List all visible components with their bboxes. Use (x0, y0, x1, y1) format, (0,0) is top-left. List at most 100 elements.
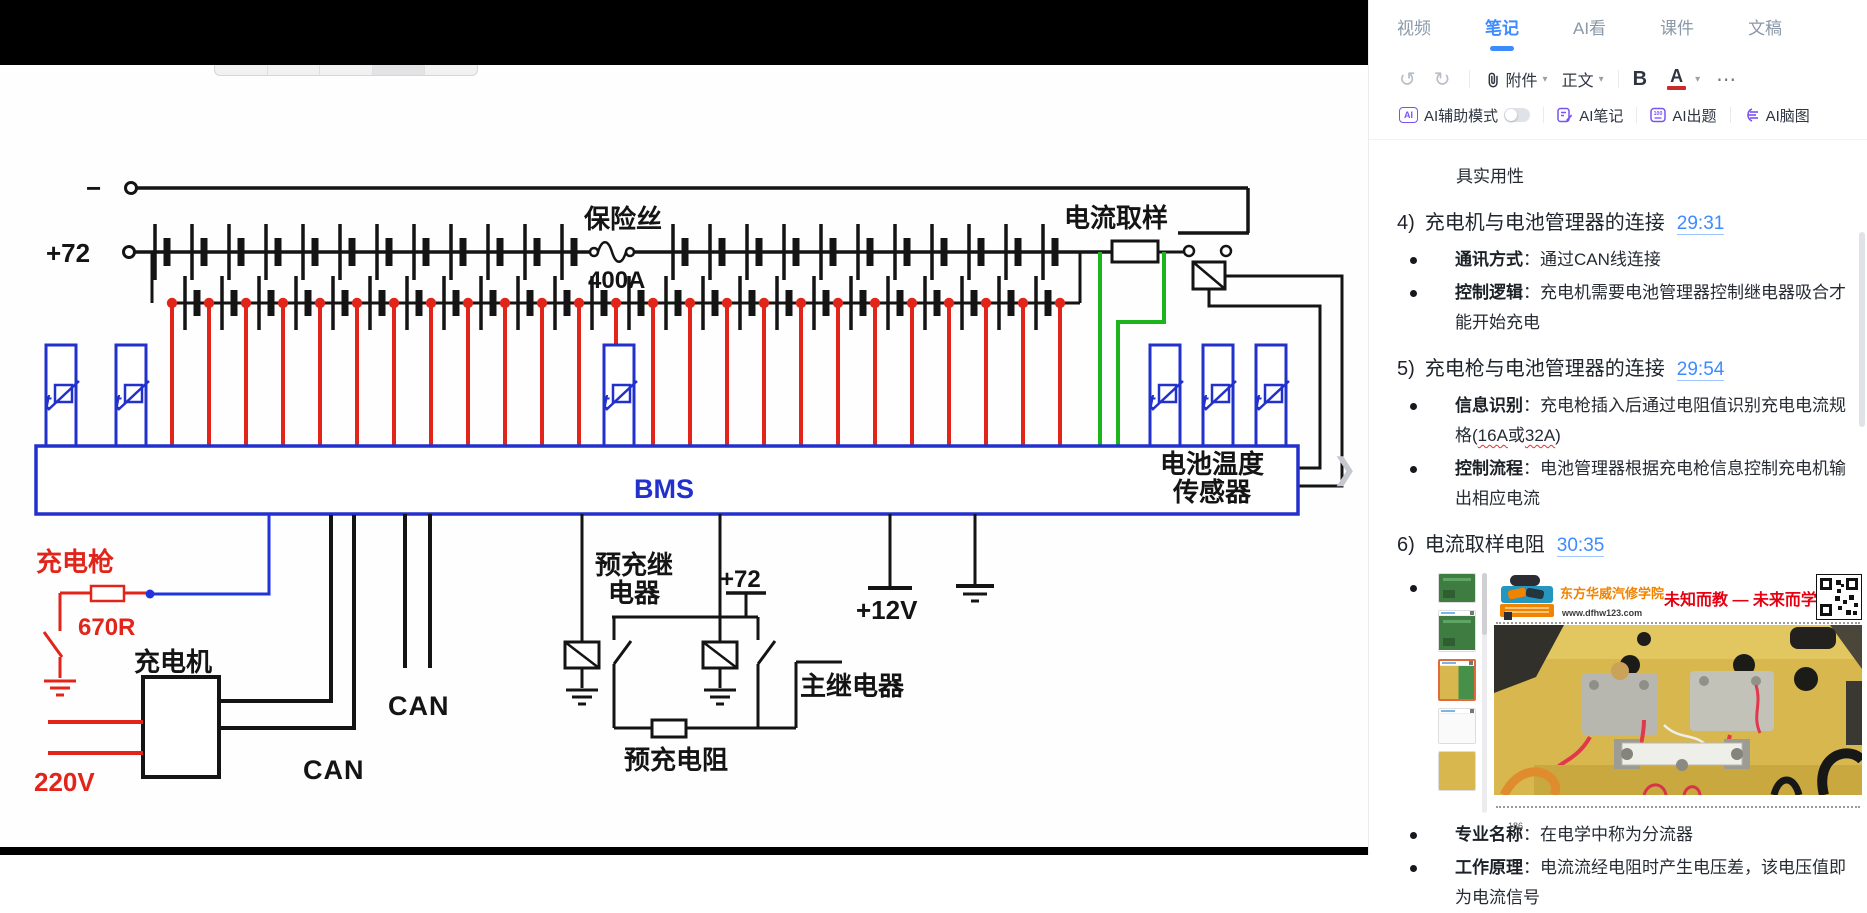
svg-text:t: t (114, 391, 122, 414)
ai-assist-toggle[interactable] (1504, 108, 1531, 122)
svg-text:t: t (1201, 391, 1209, 414)
paragraph-style-select[interactable]: 正文 ▾ (1561, 73, 1604, 90)
thumbnail[interactable] (1438, 708, 1476, 744)
shunt-resistor (1110, 239, 1160, 264)
panel-tabs: 视频 笔记 AI看 课件 文稿 (1369, 0, 1867, 51)
label-fuse-rating: 400A (588, 267, 645, 294)
svg-text:100: 100 (1654, 111, 1663, 117)
note-bullet: 控制流程：电池管理器根据充电枪信息控制充电机输出相应电流 (1397, 454, 1851, 514)
notes-panel: 视频 笔记 AI看 课件 文稿 ↺ ↻ 附件 ▾ 正文 ▾ B A ▾ ⋯ A (1368, 0, 1867, 907)
bullet-dot (1410, 832, 1417, 839)
tab-ai-watch[interactable]: AI看 (1573, 19, 1607, 38)
label-precharge-relay-2: 电器 (608, 578, 661, 608)
label-minus: − (86, 173, 101, 203)
bullet-dot (1410, 865, 1417, 872)
ai-assist-toggle-group[interactable]: AI AI辅助模式 (1399, 105, 1531, 126)
label-temp-sensor-1: 电池温度 (1160, 449, 1264, 479)
redo-icon[interactable]: ↻ (1433, 68, 1451, 91)
ai-note-icon (1557, 107, 1573, 123)
ai-mindmap-button[interactable]: AI脑图 (1744, 105, 1810, 126)
slide-banner: 东方华威汽修学院 www.dfhw123.com 未知而教 — 未来而学 (1494, 573, 1862, 621)
panel-scrollbar[interactable] (1859, 232, 1865, 427)
chevron-down-icon: ▾ (1695, 73, 1701, 85)
label-can-upper: CAN (388, 691, 450, 721)
video-letterbox-top (0, 0, 1368, 65)
label-current-sampling: 电流取样 (1064, 203, 1168, 233)
embedded-image[interactable]: 东方华威汽修学院 www.dfhw123.com 未知而教 — 未来而学 (1438, 573, 1866, 831)
tab-courseware[interactable]: 课件 (1660, 19, 1695, 38)
gun-resistor (89, 584, 126, 603)
ai-badge-icon: AI (1399, 107, 1418, 123)
svg-text:t: t (1148, 391, 1156, 414)
note-bullet: 通讯方式：通过CAN线连接 (1397, 245, 1851, 275)
slide-photo (1494, 625, 1866, 798)
ai-note-button[interactable]: AI笔记 (1557, 105, 1623, 126)
video-letterbox-bottom (0, 847, 1368, 855)
note-bullet: 信息识别：充电枪插入后通过电阻值识别充电电流规格(16A或32A) (1397, 391, 1851, 451)
note-continuation-line: 具实用性 (1456, 167, 1524, 186)
bullet-dot (1410, 403, 1417, 410)
tab-notes[interactable]: 笔记 (1485, 14, 1519, 51)
editor-toolbar: ↺ ↻ 附件 ▾ 正文 ▾ B A ▾ ⋯ (1369, 51, 1867, 91)
svg-text:t: t (602, 391, 610, 414)
tab-transcript[interactable]: 文稿 (1748, 19, 1783, 38)
brand-url: www.dfhw123.com (1562, 608, 1643, 618)
label-charging-gun: 充电枪 (36, 547, 114, 577)
bullet-dot (1410, 290, 1417, 297)
label-main-relay: 主继电器 (800, 671, 905, 701)
slide-page-number: 186 (1508, 821, 1524, 831)
note-bullet: 专业名称：在电学中称为分流器 (1397, 820, 1851, 850)
thumbnail[interactable] (1438, 751, 1476, 791)
more-options-icon[interactable]: ⋯ (1716, 68, 1737, 91)
label-bms: BMS (634, 474, 694, 504)
bullet-dot (1410, 466, 1417, 473)
note-bullet: 控制逻辑：充电机需要电池管理器控制继电器吸合才能开始充电 (1397, 278, 1851, 338)
label-670r: 670R (78, 614, 135, 641)
paperclip-icon (1488, 72, 1498, 87)
bold-button[interactable]: B (1632, 67, 1648, 90)
label-can-lower: CAN (303, 755, 365, 785)
timestamp-link[interactable]: 29:54 (1676, 359, 1725, 381)
qr-code (1816, 574, 1862, 620)
label-plus72: +72 (46, 238, 90, 268)
chevron-down-icon: ▾ (1542, 73, 1548, 85)
timestamp-link[interactable]: 29:31 (1676, 213, 1725, 235)
brand-slogan: 未知而教 — 未来而学 (1664, 592, 1817, 609)
undo-icon[interactable]: ↺ (1399, 68, 1416, 91)
note-bullet-image: 东方华威汽修学院 www.dfhw123.com 未知而教 — 未来而学 (1397, 567, 1866, 831)
charger-box (141, 675, 221, 779)
image-scrollbar[interactable] (1482, 573, 1487, 813)
thumbnail[interactable] (1438, 573, 1476, 603)
timestamp-link[interactable]: 30:35 (1556, 535, 1605, 557)
brand-name: 东方华威汽修学院 (1560, 586, 1665, 601)
image-slide: 东方华威汽修学院 www.dfhw123.com 未知而教 — 未来而学 (1494, 573, 1866, 831)
bms-box (34, 444, 1300, 516)
label-12v: +12V (856, 595, 918, 625)
collapse-panel-icon[interactable]: ❯ (1332, 453, 1358, 486)
precharge-resistor (650, 718, 688, 739)
label-charger: 充电机 (134, 647, 212, 677)
image-thumbnail-strip (1438, 573, 1478, 813)
attachment-button[interactable]: 附件 ▾ (1484, 67, 1548, 91)
chevron-down-icon: ▾ (1598, 73, 1604, 85)
label-fuse: 保险丝 (583, 204, 662, 234)
thumbnail-selected[interactable] (1438, 659, 1476, 701)
label-precharge-relay-1: 预充继 (595, 550, 673, 580)
label-plus72-aux: +72 (720, 566, 761, 593)
font-color-button[interactable]: A (1667, 67, 1687, 90)
fuse-symbol (596, 241, 628, 263)
thumbnail[interactable] (1438, 610, 1476, 652)
ai-tools-row: AI AI辅助模式 AI笔记 100 AI出题 (1369, 91, 1867, 125)
ai-quiz-button[interactable]: 100 AI出题 (1650, 105, 1717, 126)
svg-text:t: t (1254, 391, 1262, 414)
label-precharge-resistor: 预充电阻 (624, 745, 728, 775)
ai-quiz-icon: 100 (1650, 107, 1667, 123)
brand-logo-icon (1500, 575, 1554, 620)
svg-text:t: t (44, 391, 52, 414)
tab-video[interactable]: 视频 (1397, 19, 1431, 38)
label-temp-sensor-2: 传感器 (1172, 477, 1252, 507)
